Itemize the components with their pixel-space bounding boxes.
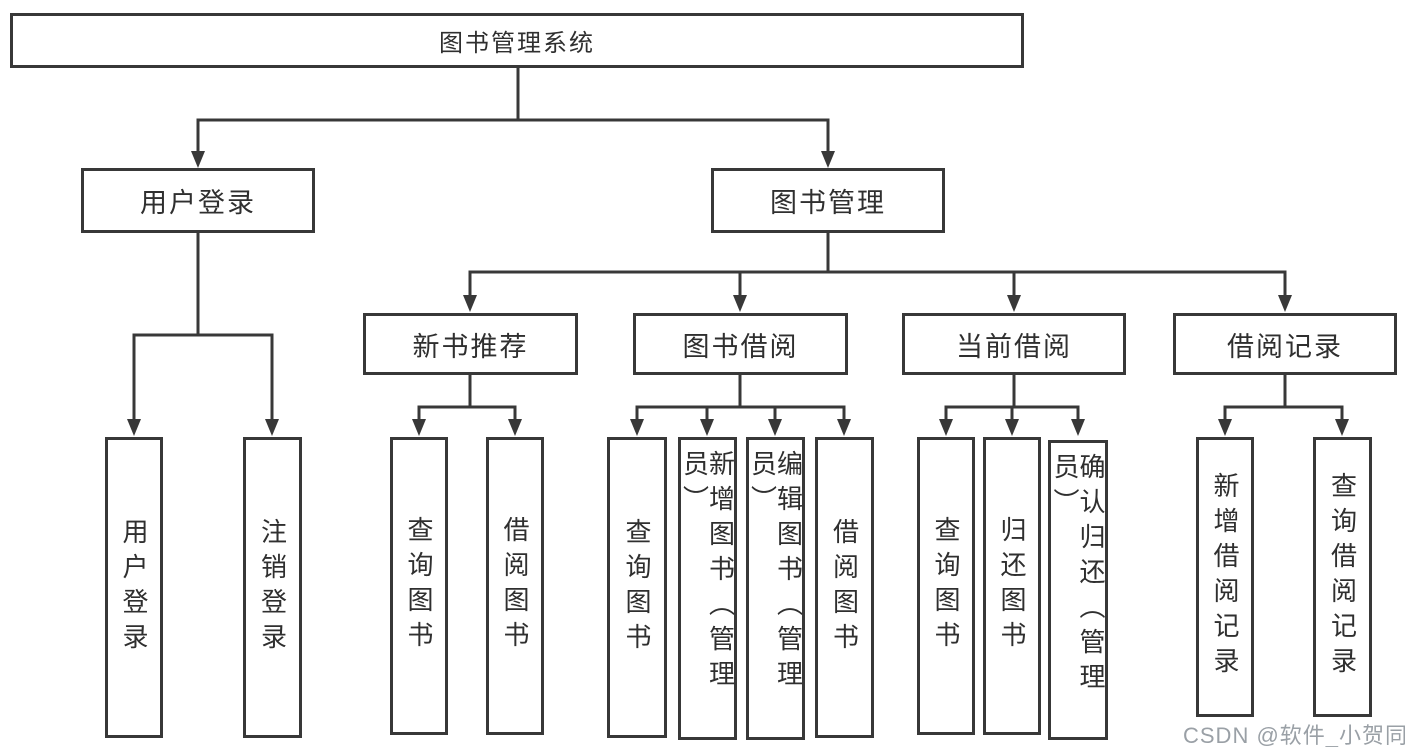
- leaf-borrow-books: 借阅图书: [815, 437, 874, 738]
- leaf-query-borrowing-record: 查询借阅记录: [1313, 437, 1372, 717]
- connector-root-to-level2: [191, 68, 835, 168]
- connector-book-borrowing-children: [630, 374, 851, 436]
- leaf-return-books: 归还图书: [983, 437, 1041, 735]
- node-borrowing-records: 借阅记录: [1173, 313, 1397, 375]
- connector-new-book-children: [412, 374, 522, 436]
- leaf-add-borrowing-record: 新增借阅记录: [1196, 437, 1254, 717]
- csdn-watermark: CSDN @软件_小贺同学: [1183, 723, 1405, 747]
- connector-borrowing-records-children: [1218, 375, 1349, 436]
- leaf-logout: 注销登录: [243, 437, 302, 738]
- node-current-borrowing: 当前借阅: [902, 313, 1126, 375]
- leaf-query-books-current: 查询图书: [917, 437, 975, 735]
- node-book-management: 图书管理: [711, 168, 945, 233]
- node-book-borrowing: 图书借阅: [633, 313, 848, 375]
- leaf-query-books-borrowing: 查询图书: [607, 437, 667, 738]
- connector-current-borrowing-children: [939, 375, 1085, 436]
- connector-book-management-children: [463, 233, 1292, 312]
- leaf-query-books-recommendation: 查询图书: [390, 437, 448, 735]
- leaf-edit-books-admin: 编辑图书（管理员）: [746, 437, 805, 740]
- leaf-user-login: 用户登录: [105, 437, 163, 738]
- node-user-login: 用户登录: [81, 168, 315, 233]
- leaf-borrow-books-recommendation: 借阅图书: [486, 437, 544, 735]
- leaf-confirm-return-admin: 确认归还（管理员）: [1048, 440, 1108, 740]
- node-new-book-recommendation: 新书推荐: [363, 313, 578, 375]
- leaf-add-books-admin: 新增图书（管理员）: [678, 437, 737, 740]
- node-library-management-system: 图书管理系统: [10, 13, 1024, 68]
- connector-user-login-children: [127, 233, 279, 436]
